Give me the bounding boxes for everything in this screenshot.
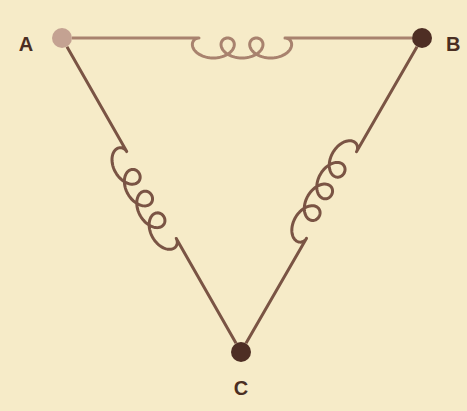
terminal-dot: A [52,28,72,48]
terminal-dot: C [231,342,251,362]
inductor-coil [67,47,236,344]
terminal-label: B [446,34,460,54]
terminal-dot: B [412,28,432,48]
inductor-coil [72,38,412,58]
inductor-coil [246,47,417,344]
terminal-label: C [234,378,248,398]
terminal-label: A [19,34,33,54]
